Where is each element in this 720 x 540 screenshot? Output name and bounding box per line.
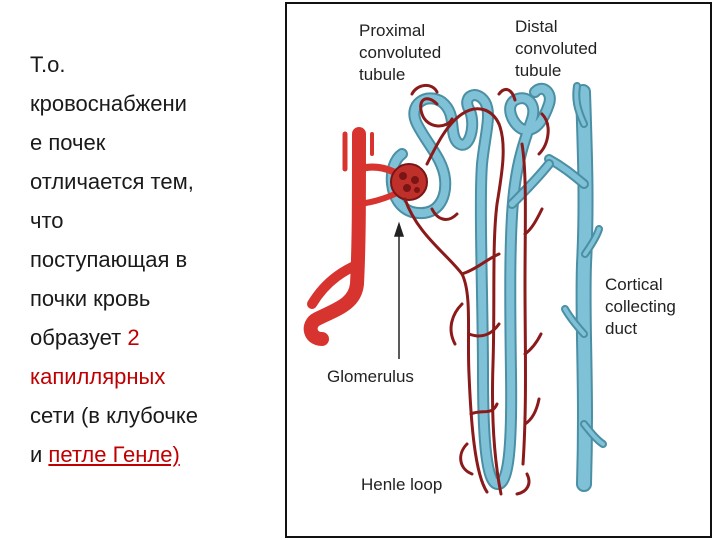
text-line: е почек: [30, 130, 106, 155]
glomerulus-label: Glomerulus: [327, 367, 414, 386]
cortical-label-line: collecting: [605, 297, 676, 316]
proximal-label-line: Proximal: [359, 21, 425, 40]
henle-loop-label: Henle loop: [361, 475, 442, 494]
text-line: образует 2: [30, 318, 280, 357]
slide-text: Т.о. кровоснабжени е почек отличается те…: [30, 45, 280, 474]
highlight-link: петле Генле): [48, 442, 180, 467]
glomerulus-shape: [390, 163, 428, 201]
text-fragment: и: [30, 442, 49, 467]
highlight-number: 2: [127, 325, 140, 350]
text-line: почки кровь: [30, 286, 151, 311]
nephron-figure: Proximal convoluted tubule Distal convol…: [285, 2, 712, 538]
arteries: [303, 127, 409, 346]
nephron-diagram: Proximal convoluted tubule Distal convol…: [303, 17, 681, 496]
text-line: и петле Генле): [30, 435, 280, 474]
distal-label-line: Distal: [515, 17, 558, 36]
proximal-label-line: tubule: [359, 65, 405, 84]
distal-label-line: convoluted: [515, 39, 597, 58]
renal-tubule: [385, 82, 556, 490]
cortical-label-line: duct: [605, 319, 637, 338]
text-line: отличается тем,: [30, 169, 194, 194]
text-line: Т.о.: [30, 52, 66, 77]
leader-lines: [393, 221, 405, 359]
collecting-duct: [544, 82, 607, 492]
cortical-label-line: Cortical: [605, 275, 663, 294]
cortical-label: Cortical collecting duct: [605, 275, 681, 338]
text-line: кровоснабжени: [30, 91, 187, 116]
distal-label-line: tubule: [515, 61, 561, 80]
capillary-network: [403, 84, 550, 496]
text-line: сети (в клубочке: [30, 403, 198, 428]
distal-label: Distal convoluted tubule: [515, 17, 602, 80]
proximal-label-line: convoluted: [359, 43, 441, 62]
highlight-word: капиллярных: [30, 364, 166, 389]
text-line: что: [30, 208, 64, 233]
text-fragment: образует: [30, 325, 128, 350]
proximal-label: Proximal convoluted tubule: [359, 21, 446, 84]
text-line: поступающая в: [30, 247, 188, 272]
